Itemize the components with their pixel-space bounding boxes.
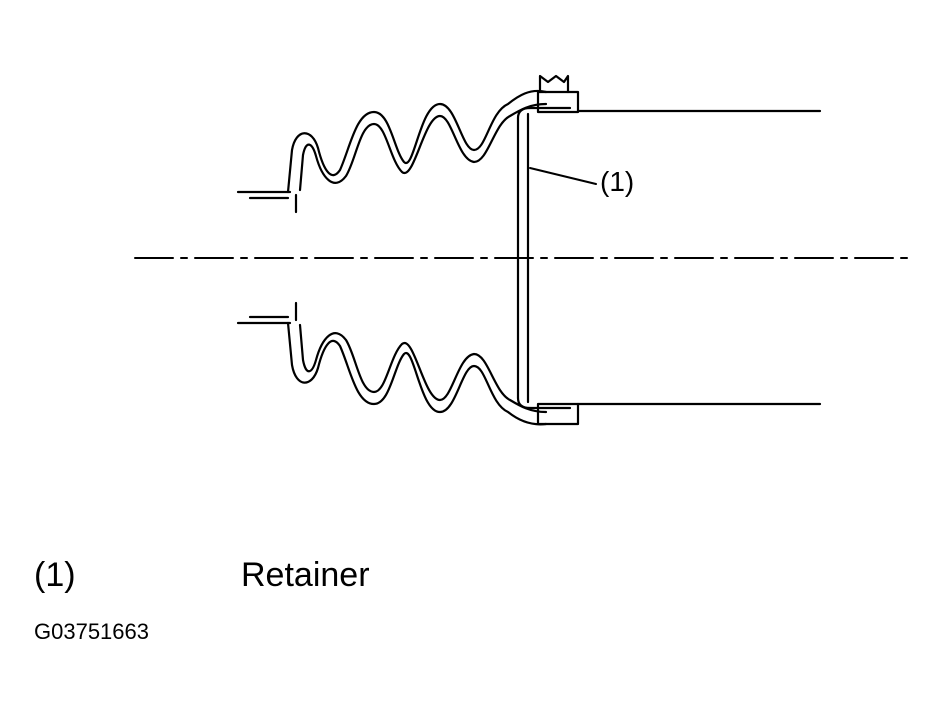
legend-item-name: Retainer bbox=[241, 556, 370, 594]
retainer-plate bbox=[516, 106, 532, 410]
housing-tube bbox=[576, 109, 822, 406]
boot-lower-inner bbox=[298, 323, 548, 414]
clamp-lower bbox=[528, 402, 580, 426]
callout-label-1: (1) bbox=[600, 166, 635, 197]
clamp-upper bbox=[528, 74, 580, 114]
left-shaft-stub-upper bbox=[236, 190, 298, 214]
legend-item-number: (1) bbox=[34, 556, 76, 594]
callout-leader-line bbox=[529, 167, 597, 185]
left-shaft-stub-lower bbox=[236, 301, 298, 325]
boot-lower-outer bbox=[286, 321, 548, 426]
boot-upper-outer bbox=[286, 89, 548, 194]
boot-upper-inner bbox=[298, 102, 548, 192]
figure-id: G03751663 bbox=[34, 619, 149, 644]
